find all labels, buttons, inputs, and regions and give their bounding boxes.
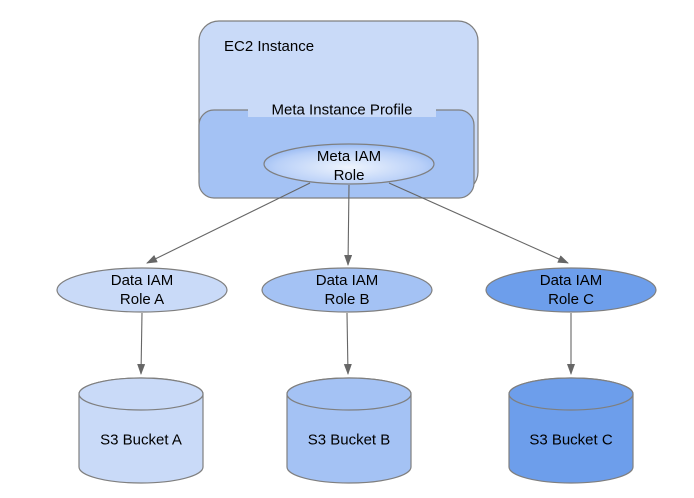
arrow-meta-to-role-c <box>388 182 569 264</box>
s3-bucket-a-label: S3 Bucket A <box>100 431 182 449</box>
s3-bucket-b-label: S3 Bucket B <box>307 431 391 449</box>
data-iam-role-c-line1: Data IAM <box>539 272 603 289</box>
profile-label-backplate <box>248 102 436 117</box>
arrow-meta-to-role-a <box>146 182 311 264</box>
data-iam-role-c-line2: Role C <box>548 291 594 308</box>
meta-iam-role-label-line2: Role <box>333 167 365 184</box>
data-iam-role-c-ellipse <box>485 267 657 313</box>
s3-bucket-b-cylinder-top <box>286 377 412 411</box>
data-iam-role-b-ellipse <box>261 267 433 313</box>
data-iam-role-a-line2: Role A <box>119 291 165 308</box>
meta-instance-profile-label: Meta Instance Profile <box>271 101 413 119</box>
data-iam-role-b-line2: Role B <box>324 291 370 308</box>
s3-bucket-a-cylinder-top <box>78 377 204 411</box>
meta-iam-role-label: Meta IAM Role <box>317 147 381 185</box>
data-iam-role-a-label: Data IAM Role A <box>111 271 174 309</box>
data-iam-role-a-ellipse <box>56 267 228 313</box>
meta-iam-role-ellipse <box>263 143 435 185</box>
data-iam-role-b-label: Data IAM Role B <box>316 271 379 309</box>
s3-bucket-c-label: S3 Bucket C <box>529 431 613 449</box>
data-iam-role-b-line1: Data IAM <box>315 272 379 289</box>
data-iam-role-a-line1: Data IAM <box>110 272 174 289</box>
data-iam-role-c-label: Data IAM Role C <box>540 271 603 309</box>
arrow-role-b-to-bucket-b <box>343 312 352 375</box>
meta-iam-role-label-line1: Meta IAM <box>316 148 382 165</box>
ec2-instance-label: EC2 Instance <box>224 38 315 55</box>
s3-bucket-c-cylinder-top <box>508 377 634 411</box>
arrow-role-a-to-bucket-a <box>137 312 146 375</box>
arrow-meta-to-role-b <box>344 184 353 266</box>
